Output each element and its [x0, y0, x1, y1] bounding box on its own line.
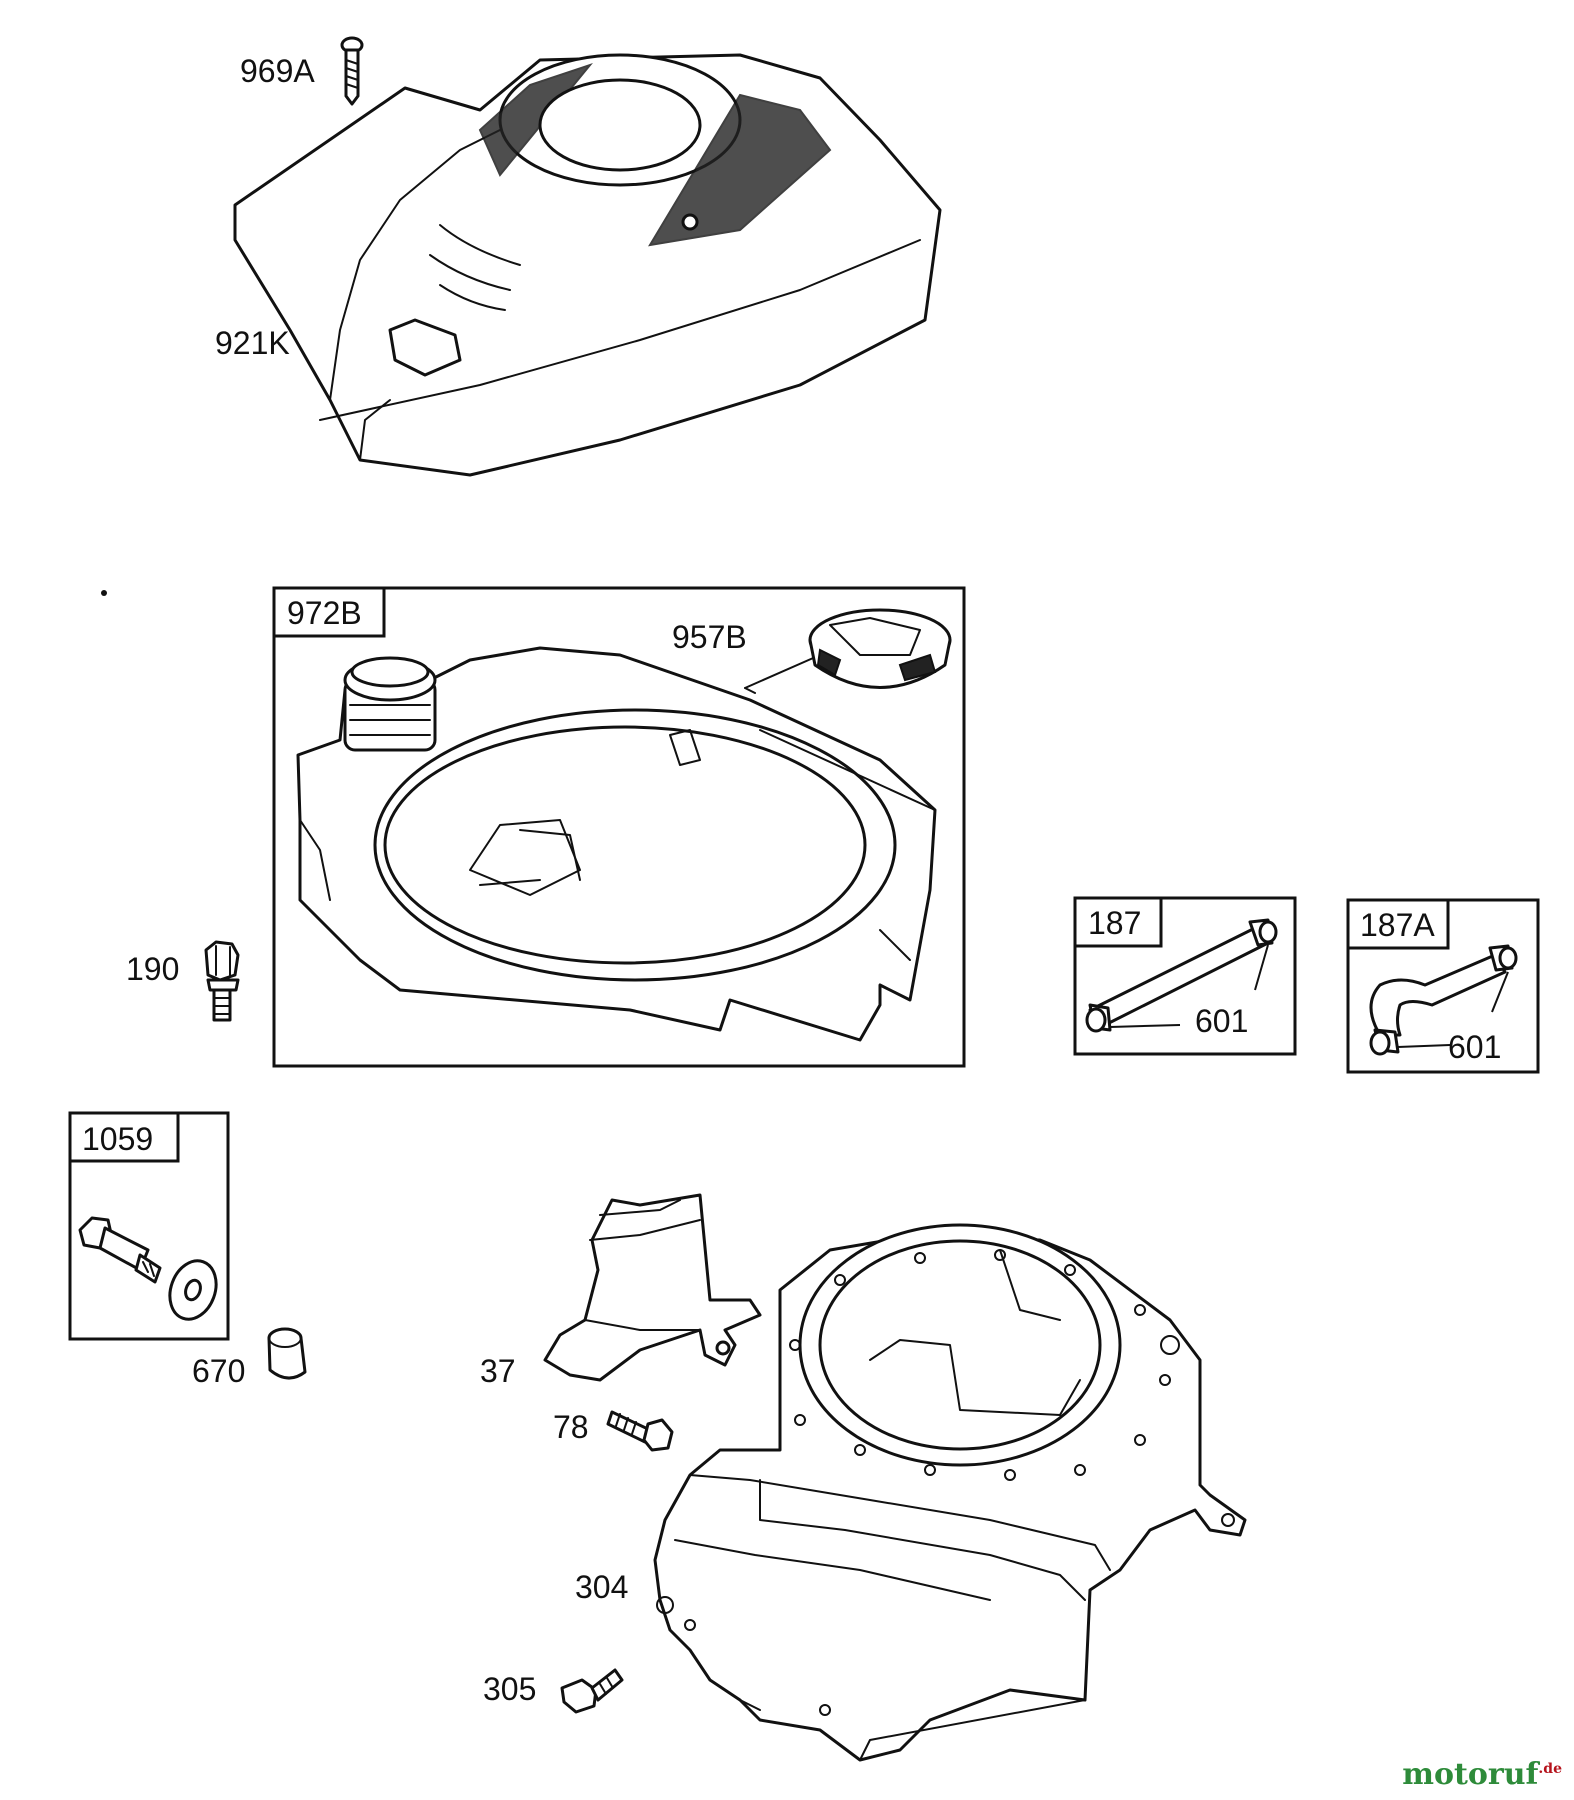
fuel-line-bent-icon — [1369, 944, 1518, 1056]
label-190: 190 — [126, 951, 179, 987]
fuel-cap-icon — [744, 608, 952, 694]
bolt-washer-1059-icon — [78, 1216, 218, 1321]
blower-housing-icon — [653, 1223, 1247, 1762]
fuel-line-straight-icon — [1085, 918, 1278, 1033]
blower-housing-cover-icon — [233, 53, 942, 477]
fuel-tank-icon — [296, 646, 937, 1042]
shield-37-icon — [543, 1193, 762, 1382]
label-304: 304 — [575, 1569, 628, 1605]
frame-972B — [272, 586, 966, 1068]
spacer-670-icon — [267, 1327, 307, 1380]
label-78: 78 — [553, 1409, 589, 1445]
label-601-b: 601 — [1448, 1029, 1501, 1065]
label-972B: 972B — [287, 595, 362, 631]
label-187A: 187A — [1360, 907, 1435, 943]
screw-969A-icon — [340, 36, 364, 106]
label-670: 670 — [192, 1353, 245, 1389]
fitting-190-icon — [204, 940, 240, 1022]
label-1059: 1059 — [82, 1121, 153, 1157]
label-305: 305 — [483, 1671, 536, 1707]
bolt-78-icon — [606, 1410, 674, 1452]
watermark-logo: motoruf.de — [1402, 1757, 1562, 1792]
label-601-a: 601 — [1195, 1003, 1248, 1039]
watermark-name: motoruf — [1402, 1757, 1539, 1792]
frame-972B-tag — [272, 586, 386, 638]
label-187: 187 — [1088, 905, 1141, 941]
bolt-305-icon — [560, 1668, 624, 1714]
label-921K: 921K — [215, 325, 290, 361]
frame-187 — [1073, 896, 1297, 1056]
frame-187-tag — [1073, 896, 1163, 948]
watermark-tld: .de — [1538, 1761, 1562, 1777]
stray-dot — [101, 590, 107, 596]
label-969A: 969A — [240, 53, 315, 89]
frame-187A-tag — [1346, 898, 1450, 950]
frame-1059-tag — [68, 1111, 180, 1163]
label-957B: 957B — [672, 619, 747, 655]
label-37: 37 — [480, 1353, 516, 1389]
